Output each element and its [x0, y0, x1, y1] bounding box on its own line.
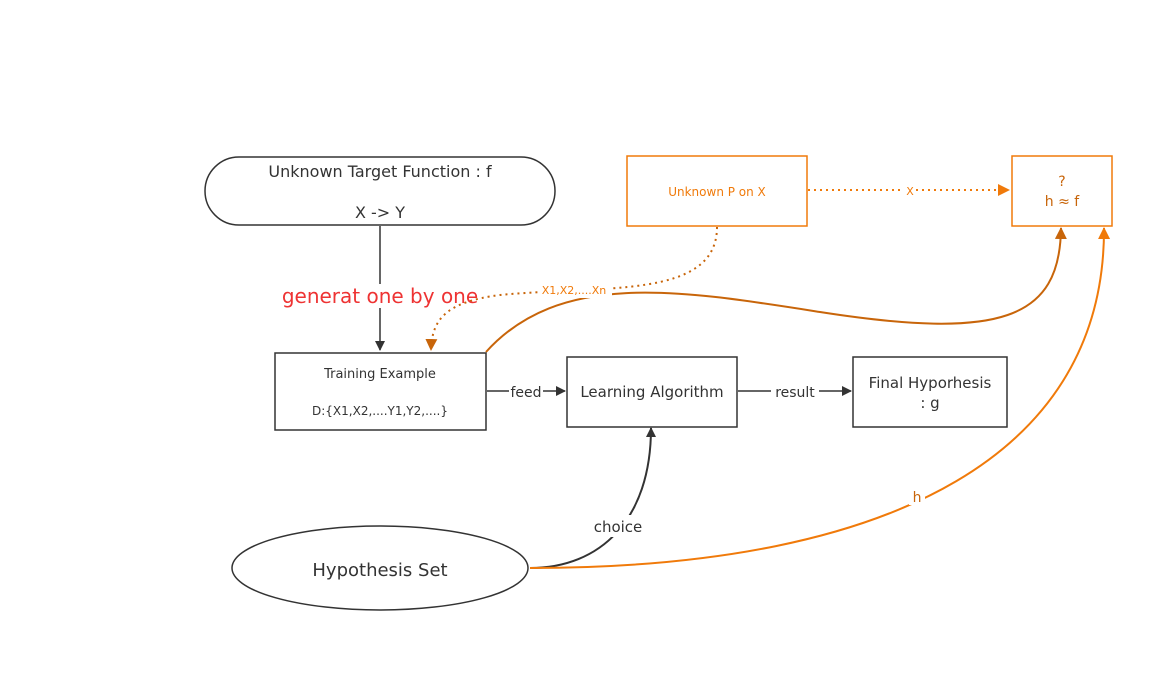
target-function-line2: X -> Y	[355, 203, 405, 222]
generate-label: generat one by one	[282, 284, 478, 308]
result-label: result	[775, 385, 815, 401]
unknown-p-label: Unknown P on X	[668, 185, 766, 199]
h-approx-line1: ?	[1058, 174, 1065, 190]
training-example-node	[274, 352, 487, 431]
training-example-line1: Training Example	[323, 367, 436, 382]
h-approx-node	[1011, 155, 1113, 227]
hypothesis-set-label: Hypothesis Set	[312, 560, 447, 581]
x-label: X	[906, 185, 914, 198]
final-hypothesis-node	[852, 356, 1008, 428]
choice-label: choice	[594, 518, 643, 536]
samples-label: X1,X2,....Xn	[542, 284, 607, 297]
choice-edge	[529, 427, 656, 569]
training-example-line2: D:{X1,X2,....Y1,Y2,....}	[312, 404, 448, 418]
feed-label: feed	[510, 385, 541, 401]
h-approx-line2: h ≈ f	[1045, 194, 1081, 210]
unknown-p-node	[626, 155, 808, 227]
target-function-line1: Unknown Target Function : f	[268, 162, 492, 181]
learning-algorithm-label: Learning Algorithm	[580, 383, 723, 401]
final-hypothesis-line2: : g	[920, 394, 939, 412]
h-edge	[529, 227, 1111, 569]
learning-algorithm-node	[566, 356, 738, 428]
h-label: h	[913, 490, 922, 506]
final-hypothesis-line1: Final Hyporhesis	[869, 374, 992, 392]
training-to-h-edge	[485, 227, 1067, 353]
target-function-node	[204, 156, 556, 226]
hypothesis-set-node	[231, 525, 529, 611]
